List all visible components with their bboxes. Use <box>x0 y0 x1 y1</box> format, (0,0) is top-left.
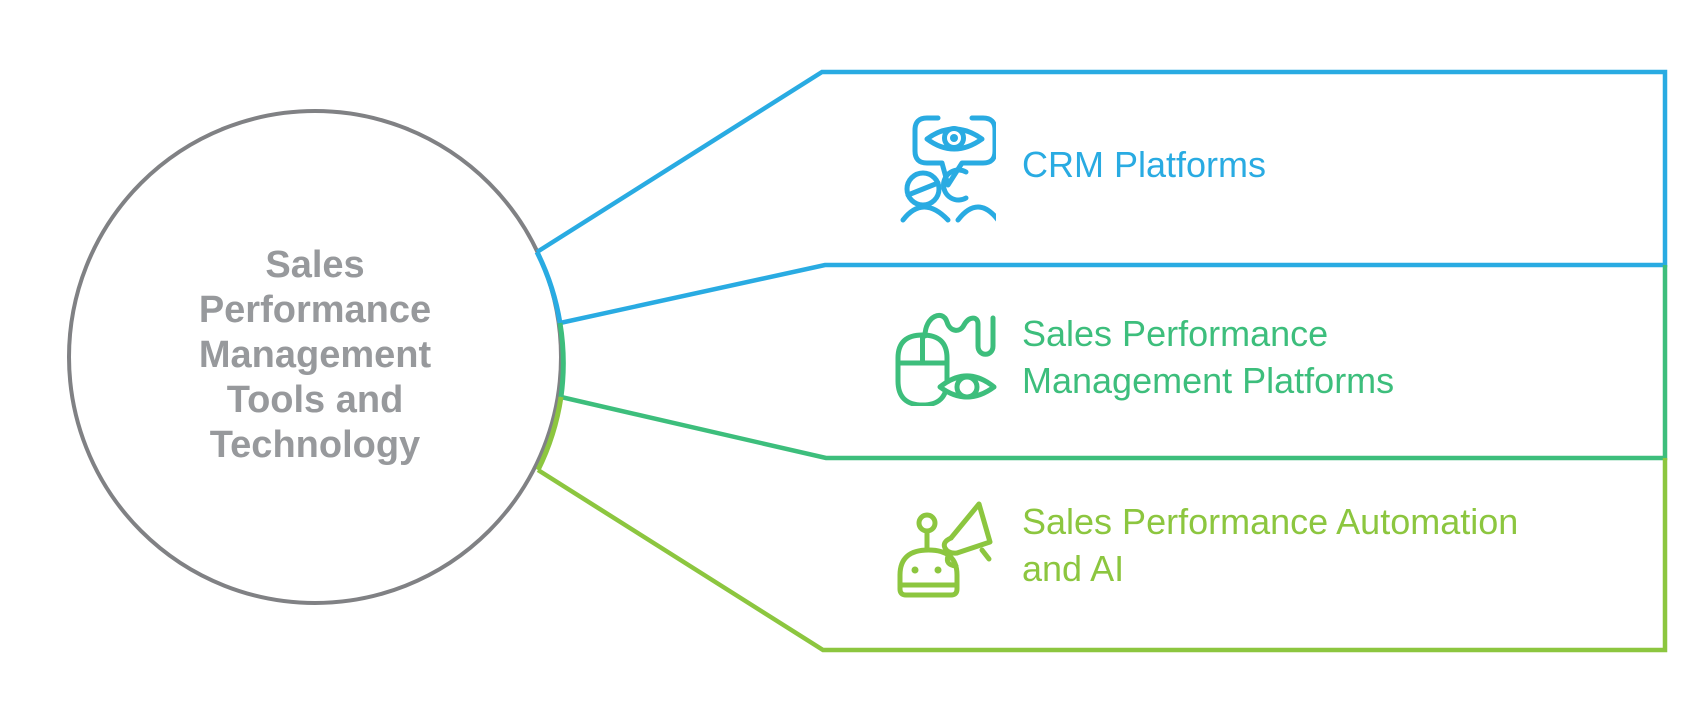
branch-label-ai: Sales Performance Automation and AI <box>1022 501 1519 589</box>
eye-shape <box>924 126 985 152</box>
megaphone <box>941 501 993 569</box>
people-conversation-eye-icon <box>900 115 996 223</box>
hub-arc-spm <box>557 322 566 398</box>
mouse-cable <box>922 312 996 357</box>
computer-mouse-eye-icon <box>895 312 997 406</box>
branch-spm-outline <box>560 265 1668 461</box>
branch-crm-outline <box>535 69 1668 326</box>
hub-arc-ai <box>535 396 564 472</box>
eye-shape <box>937 373 997 400</box>
hub-title: Sales Performance Management Tools and T… <box>198 244 432 466</box>
speech-bubble <box>912 115 996 188</box>
person-right <box>941 167 996 223</box>
branch-ai-outline <box>536 458 1668 653</box>
robot-megaphone-icon <box>897 501 993 598</box>
mouse-body <box>895 332 950 406</box>
person-left <box>900 170 951 223</box>
hub-arc-crm <box>534 250 563 324</box>
branch-label-crm: CRM Platforms <box>1022 144 1267 185</box>
branch-label-spm: Sales Performance Management Platforms <box>1022 313 1395 401</box>
